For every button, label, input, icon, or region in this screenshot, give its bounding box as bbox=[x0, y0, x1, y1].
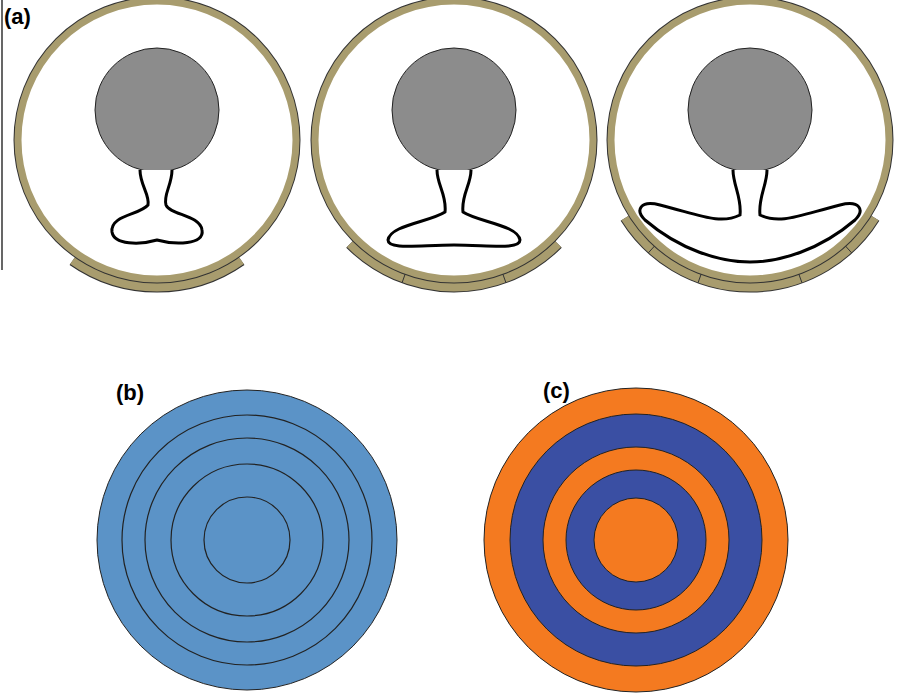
panel-label: (b) bbox=[116, 382, 144, 404]
panel-label: (a) bbox=[4, 6, 31, 28]
cell-figure bbox=[18, 1, 296, 287]
frame-line bbox=[1, 0, 2, 270]
ring-figure bbox=[97, 390, 397, 690]
cell-figure bbox=[611, 1, 889, 287]
ring-figure bbox=[484, 388, 788, 692]
cell-figure bbox=[315, 1, 593, 287]
panel-label: (c) bbox=[543, 380, 570, 402]
